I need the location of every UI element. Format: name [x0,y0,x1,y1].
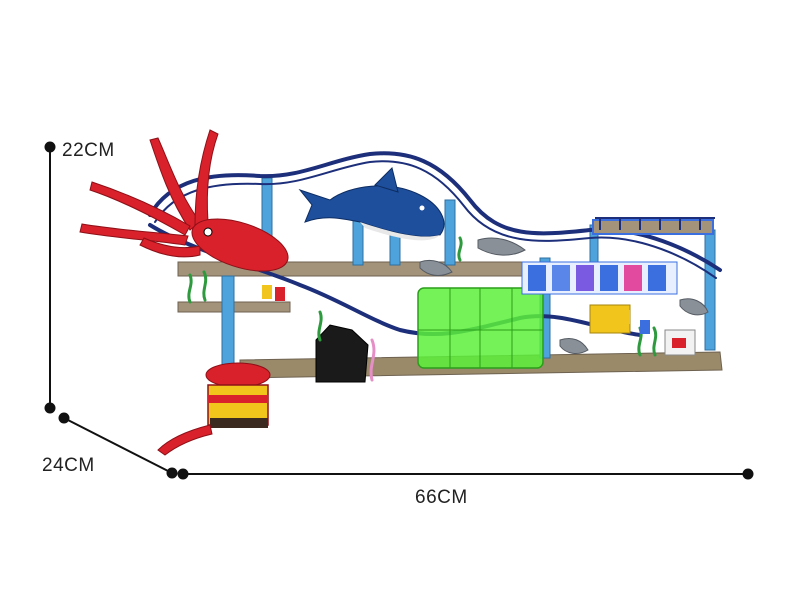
sign-letter [528,265,546,291]
sign-letter [648,265,666,291]
submarine-base [210,418,268,428]
height-dim-top-dot [44,141,56,153]
seaweed-plant [187,273,193,304]
giant-squid [79,129,289,272]
squid-eye [203,227,213,237]
squid-body [191,218,289,272]
deep-sign [521,261,678,295]
red-detail [672,338,686,348]
depth-dimension-label: 24CM [42,455,95,476]
upper-track-rail-inner [154,160,717,279]
shark-fin [374,167,399,193]
depth-dim-end-dot [166,467,178,479]
minifigure [275,287,285,301]
sign-letter [552,265,570,291]
seaweed-plant [457,236,463,262]
dimension-lines [44,141,754,480]
seaweed-plant [317,310,323,342]
minifigures [262,285,650,334]
shark-belly [360,222,440,241]
sign-letter [600,265,618,291]
grey-shark [679,298,709,316]
pink-coral [369,338,376,382]
submarine-hull [205,362,271,388]
squid-tentacle [194,129,219,226]
depth-dim-start-dot [58,412,70,424]
submarine-tail [157,424,213,456]
submarine-vehicle [157,362,271,456]
shark [298,167,445,241]
seaweed-plant [202,270,208,302]
pillar [221,275,235,367]
grey-shark [477,237,526,256]
squid-tentacle [89,181,191,236]
minifigure [620,310,630,324]
minifigure [262,285,272,299]
platform-deck [592,219,714,235]
width-dim-start-dot [177,468,189,480]
height-dim-bottom-dot [44,402,56,414]
shark-eye [419,205,425,211]
minifigure [640,320,650,334]
platform-railing [595,217,715,230]
submarine-stripe [208,395,268,403]
small-sharks [419,237,709,354]
squid-tentacle [149,137,201,231]
width-dimension-label: 66CM [415,487,468,508]
station-platform [589,217,715,356]
seaweed-plant [652,326,658,357]
rock [315,324,369,383]
depth-dimension-line [63,417,173,474]
grey-shark [419,259,453,276]
sign-letter [576,265,594,291]
height-dimension-label: 22CM [62,140,115,161]
pillar [704,229,716,351]
seaweed [187,236,658,357]
black-rock [315,324,369,383]
coral [369,338,376,382]
pillar [444,199,456,266]
width-dim-end-dot [742,468,754,480]
green-tunnel [417,287,544,369]
grey-shark [559,337,589,354]
squid-tentacle [139,237,201,258]
sign-letter [624,265,642,291]
